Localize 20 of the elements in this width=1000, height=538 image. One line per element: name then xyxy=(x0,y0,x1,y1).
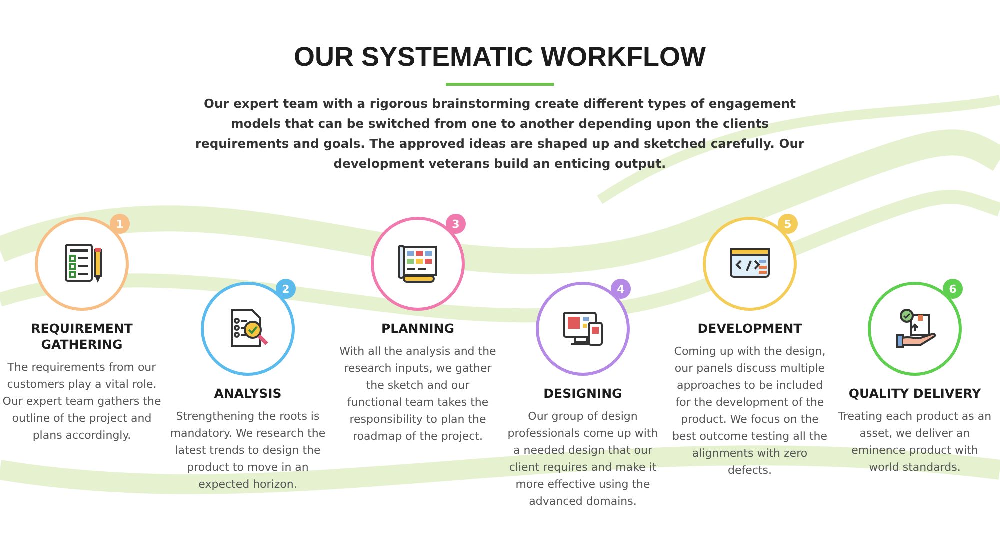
step-description: Coming up with the design, our panels discuss multiple approaches to be included for the development of the product. We focus on the best outcome testing all the alignments with zero defects. xyxy=(671,344,829,479)
step-number: 4 xyxy=(611,279,631,299)
step-title: QUALITY DELIVERY xyxy=(848,386,982,402)
step-description: Our group of design professionals come up with a needed design that our client requires and make it more effective using the advanced domains. xyxy=(506,409,660,510)
step-description: The requirements from our customers play a vital role. Our expert team gathers the outline of the project and plans accordingly. xyxy=(2,360,162,444)
step-title: DESIGNING xyxy=(544,386,622,402)
step-title: ANALYSIS xyxy=(214,386,282,402)
step-number: 3 xyxy=(446,214,466,234)
step-description: Treating each product as an asset, we deliver an eminence product with world standards. xyxy=(837,409,993,476)
step-number: 1 xyxy=(110,214,130,234)
intro-paragraph: Our expert team with a rigorous brainstorming create different types of engagement models that can be switched from one to another depending upon the clients requirements and goals. The approved ideas are shaped up and sketched carefully. Our development veterans build an enticing output. xyxy=(194,96,806,173)
step-title: DEVELOPMENT xyxy=(698,321,802,337)
step-number: 6 xyxy=(943,279,963,299)
title: OUR SYSTEMATIC WORKFLOW xyxy=(293,42,707,73)
step-description: Strengthening the roots is mandatory. We research the latest trends to design the product to move in an expected horizon. xyxy=(169,409,327,493)
step-title: REQUIREMENT GATHERING xyxy=(30,321,134,353)
step-title: PLANNING xyxy=(381,321,455,337)
step-number: 5 xyxy=(778,214,798,234)
step-description: With all the analysis and the research inputs, we gather the sketch and our functional team takes the responsibility to plan the roadmap of the project. xyxy=(338,344,498,445)
step-number: 2 xyxy=(276,279,296,299)
